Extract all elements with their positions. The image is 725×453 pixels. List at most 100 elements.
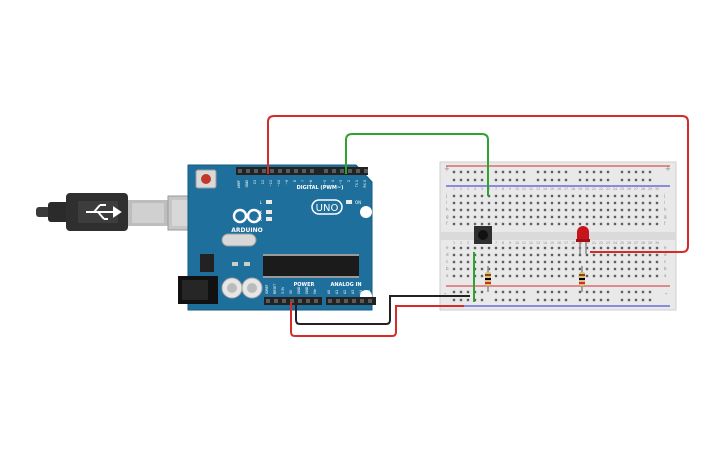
breadboard-hole[interactable] — [578, 267, 582, 271]
breadboard-hole[interactable] — [452, 170, 456, 174]
breadboard-hole[interactable] — [585, 260, 589, 264]
breadboard-hole[interactable] — [543, 222, 547, 226]
breadboard-hole[interactable] — [550, 246, 554, 250]
breadboard-hole[interactable] — [571, 274, 575, 278]
breadboard-hole[interactable] — [585, 178, 589, 182]
breadboard-hole[interactable] — [522, 178, 526, 182]
breadboard-hole[interactable] — [480, 201, 484, 205]
breadboard-hole[interactable] — [599, 201, 603, 205]
breadboard-hole[interactable] — [606, 290, 610, 294]
breadboard-hole[interactable] — [543, 215, 547, 219]
breadboard-hole[interactable] — [508, 222, 512, 226]
breadboard-hole[interactable] — [529, 253, 533, 257]
breadboard-hole[interactable] — [543, 290, 547, 294]
breadboard-hole[interactable] — [536, 201, 540, 205]
breadboard-hole[interactable] — [599, 298, 603, 302]
breadboard-hole[interactable] — [459, 253, 463, 257]
breadboard-hole[interactable] — [494, 222, 498, 226]
breadboard-hole[interactable] — [599, 290, 603, 294]
breadboard-hole[interactable] — [606, 267, 610, 271]
breadboard-hole[interactable] — [480, 290, 484, 294]
breadboard-hole[interactable] — [515, 222, 519, 226]
breadboard-hole[interactable] — [627, 246, 631, 250]
breadboard-hole[interactable] — [452, 253, 456, 257]
breadboard-hole[interactable] — [641, 201, 645, 205]
breadboard-hole[interactable] — [606, 201, 610, 205]
breadboard-hole[interactable] — [473, 178, 477, 182]
breadboard-hole[interactable] — [564, 170, 568, 174]
breadboard-hole[interactable] — [452, 178, 456, 182]
breadboard-hole[interactable] — [592, 215, 596, 219]
breadboard-hole[interactable] — [606, 253, 610, 257]
breadboard-hole[interactable] — [585, 246, 589, 250]
breadboard-hole[interactable] — [571, 208, 575, 212]
breadboard-hole[interactable] — [466, 222, 470, 226]
breadboard-hole[interactable] — [571, 201, 575, 205]
breadboard-hole[interactable] — [557, 215, 561, 219]
breadboard-hole[interactable] — [571, 253, 575, 257]
digital-pin[interactable] — [254, 169, 258, 173]
breadboard-hole[interactable] — [606, 178, 610, 182]
breadboard-hole[interactable] — [557, 178, 561, 182]
breadboard-hole[interactable] — [599, 274, 603, 278]
breadboard-hole[interactable] — [473, 170, 477, 174]
breadboard-hole[interactable] — [487, 253, 491, 257]
breadboard-hole[interactable] — [557, 246, 561, 250]
breadboard-hole[interactable] — [571, 246, 575, 250]
breadboard-hole[interactable] — [585, 215, 589, 219]
breadboard-hole[interactable] — [620, 208, 624, 212]
power-pin[interactable] — [274, 299, 278, 303]
breadboard-hole[interactable] — [494, 178, 498, 182]
breadboard-hole[interactable] — [494, 274, 498, 278]
breadboard-hole[interactable] — [459, 290, 463, 294]
breadboard-hole[interactable] — [620, 246, 624, 250]
breadboard-hole[interactable] — [501, 178, 505, 182]
breadboard-hole[interactable] — [494, 298, 498, 302]
breadboard-hole[interactable] — [620, 215, 624, 219]
resistor-1[interactable] — [485, 266, 491, 292]
breadboard-hole[interactable] — [634, 194, 638, 198]
breadboard-hole[interactable] — [613, 260, 617, 264]
breadboard-hole[interactable] — [620, 178, 624, 182]
breadboard-hole[interactable] — [494, 246, 498, 250]
push-button[interactable] — [474, 226, 492, 244]
analog-pin[interactable] — [352, 299, 356, 303]
breadboard-hole[interactable] — [592, 194, 596, 198]
breadboard-hole[interactable] — [606, 222, 610, 226]
digital-pin[interactable] — [310, 169, 314, 173]
breadboard-hole[interactable] — [655, 208, 659, 212]
breadboard-hole[interactable] — [550, 194, 554, 198]
breadboard-hole[interactable] — [592, 201, 596, 205]
breadboard-hole[interactable] — [627, 170, 631, 174]
breadboard-hole[interactable] — [543, 267, 547, 271]
breadboard-hole[interactable] — [480, 253, 484, 257]
breadboard-hole[interactable] — [459, 298, 463, 302]
breadboard-hole[interactable] — [494, 290, 498, 294]
breadboard-hole[interactable] — [508, 260, 512, 264]
reset-button[interactable] — [195, 169, 217, 189]
breadboard-hole[interactable] — [564, 208, 568, 212]
breadboard-hole[interactable] — [494, 194, 498, 198]
breadboard-hole[interactable] — [641, 170, 645, 174]
breadboard-hole[interactable] — [592, 260, 596, 264]
breadboard-hole[interactable] — [585, 194, 589, 198]
breadboard-hole[interactable] — [578, 201, 582, 205]
breadboard-hole[interactable] — [648, 274, 652, 278]
breadboard-hole[interactable] — [494, 215, 498, 219]
breadboard-hole[interactable] — [459, 194, 463, 198]
breadboard-hole[interactable] — [641, 290, 645, 294]
breadboard-hole[interactable] — [564, 222, 568, 226]
breadboard-hole[interactable] — [585, 274, 589, 278]
breadboard-hole[interactable] — [648, 253, 652, 257]
breadboard-hole[interactable] — [564, 260, 568, 264]
breadboard-hole[interactable] — [655, 246, 659, 250]
breadboard-hole[interactable] — [613, 246, 617, 250]
breadboard-hole[interactable] — [452, 208, 456, 212]
breadboard-hole[interactable] — [480, 170, 484, 174]
breadboard-hole[interactable] — [641, 178, 645, 182]
breadboard-hole[interactable] — [466, 215, 470, 219]
breadboard-hole[interactable] — [627, 222, 631, 226]
breadboard-hole[interactable] — [606, 260, 610, 264]
digital-pin[interactable] — [238, 169, 242, 173]
